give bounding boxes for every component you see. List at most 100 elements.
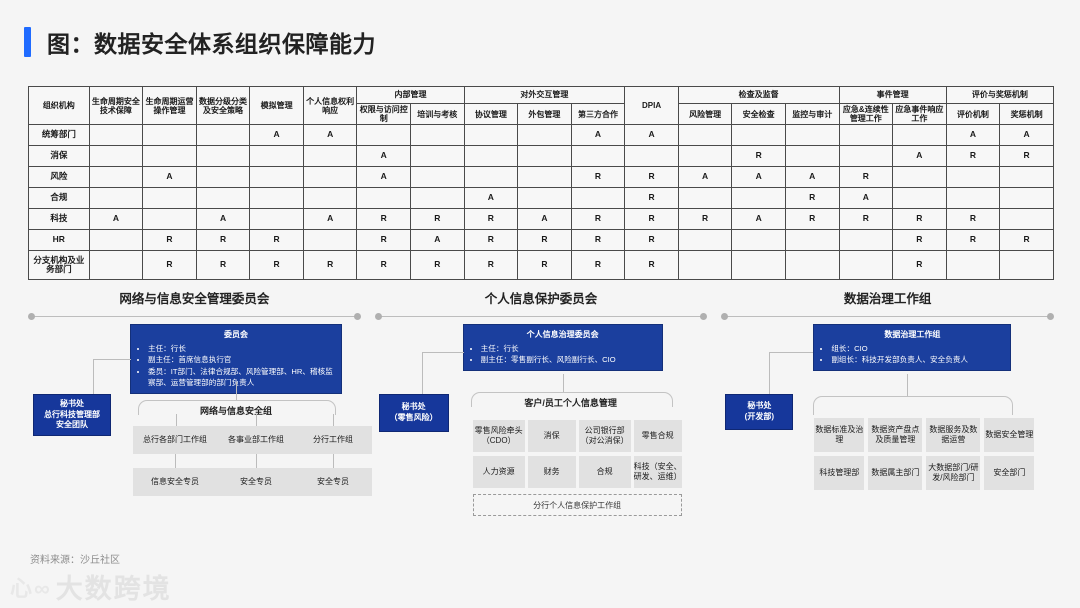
- table-row-label: HR: [28, 229, 90, 252]
- connector-down: [175, 454, 176, 468]
- committee-member-list: 主任：行长 副主任：零售副行长、风险副行长、CIO: [470, 343, 656, 366]
- specialist-box: 安全专员: [214, 468, 298, 496]
- table-cell: [410, 187, 465, 210]
- table-cell: A: [410, 229, 465, 252]
- table-cell: A: [999, 124, 1054, 147]
- table-cell: [410, 124, 465, 147]
- table-cell: R: [624, 187, 679, 210]
- table-row-label: 分支机构及业务部门: [28, 250, 90, 281]
- table-cell: [624, 145, 679, 168]
- secretariat-line: 安全团队: [56, 420, 88, 430]
- table-cell: [784, 124, 840, 147]
- owner-box: 科技管理部: [814, 456, 865, 490]
- table-cell: R: [249, 250, 304, 281]
- owner-box: 数据属主部门: [868, 456, 923, 490]
- table-sub-header: 安全检查: [731, 102, 786, 126]
- table-cell: R: [677, 208, 733, 231]
- owner-box: 大数据部门/研发/风险部门: [926, 456, 981, 490]
- table-sub-header: 协议管理: [463, 102, 519, 126]
- table-group-header: 模拟管理: [249, 85, 304, 126]
- secretariat-line: 秘书处: [401, 402, 426, 412]
- table-group-header: 生命周期运营操作管理: [142, 85, 197, 126]
- connector-secretariat: [93, 359, 131, 360]
- workgroup-box: 分行工作组: [294, 426, 372, 454]
- table-cell: [249, 145, 304, 168]
- org-chart-data-governance: 数据治理工作组 组长：CIO 副组长：科技开发部负责人、安全负责人 秘书处 (开…: [721, 322, 1054, 542]
- workgroup-member-list: 组长：CIO 副组长：科技开发部负责人、安全负责人: [820, 343, 1004, 366]
- table-cell: R: [945, 229, 1001, 252]
- table-cell: [784, 250, 840, 281]
- secretariat-line: 秘书处: [747, 401, 772, 411]
- domain-box: 数据资产盘点及质量管理: [868, 418, 923, 452]
- table-group-header: 事件管理: [838, 86, 947, 104]
- table-cell: A: [302, 124, 358, 147]
- table-cell: [677, 229, 733, 252]
- unit-box: 消保: [527, 420, 576, 452]
- table-cell: [302, 187, 358, 210]
- table-cell: R: [838, 208, 894, 231]
- table-cell: R: [410, 250, 465, 281]
- table-cell: [249, 208, 304, 231]
- specialist-box: 信息安全专员: [133, 468, 217, 496]
- org-chart-network-security: 委员会 主任：行长 副主任：首席信息执行官 委员：IT部门、法律合规部、风险管理…: [28, 322, 372, 542]
- secretariat-line: 总行科技管理部: [44, 409, 100, 419]
- table-sub-header-row: 权限与访问控制培训与考核协议管理外包管理第三方合作风险管理安全检查监控与审计应急…: [29, 102, 1054, 126]
- table-cell: [892, 187, 947, 210]
- specialist-box: 安全专员: [294, 468, 372, 496]
- table-sub-header: 第三方合作: [570, 102, 626, 126]
- table-cell: R: [838, 166, 894, 189]
- table-cell: R: [999, 229, 1054, 252]
- table-cell: R: [356, 208, 412, 231]
- title-accent-bar: [24, 27, 31, 57]
- table-cell: R: [195, 250, 251, 281]
- rule-dot-left: [28, 313, 35, 320]
- domain-box: 数据服务及数据运营: [926, 418, 981, 452]
- table-sub-header: 风险管理: [677, 102, 733, 126]
- secretariat-box: 秘书处 （零售风险）: [378, 394, 449, 432]
- table-cell: [463, 124, 519, 147]
- table-cell: [88, 145, 144, 168]
- section-title-network-security: 网络与信息安全管理委员会: [119, 292, 270, 306]
- connector-stem: [562, 374, 564, 392]
- table-cell: [88, 250, 144, 281]
- table-cell: A: [249, 124, 304, 147]
- table-cell: A: [945, 124, 1001, 147]
- table-cell: [302, 166, 358, 189]
- table-group-header-row: 组织机构生命周期安全技术保障生命周期运营操作管理数据分级分类及安全策略模拟管理个…: [28, 85, 1055, 126]
- table-cell: [88, 166, 144, 189]
- connector-down: [256, 454, 257, 468]
- table-cell: [838, 250, 894, 281]
- committee-box: 个人信息治理委员会 主任：行长 副主任：零售副行长、风险副行长、CIO: [462, 324, 663, 371]
- secretariat-box: 秘书处 (开发部): [725, 394, 794, 430]
- table-cell: R: [892, 208, 947, 231]
- table-cell: [517, 166, 572, 189]
- connector-branch: [333, 414, 334, 426]
- table-cell: A: [731, 208, 786, 231]
- table-cell: R: [624, 229, 679, 252]
- table-cell: R: [463, 208, 519, 231]
- section-title-personal-info: 个人信息保护委员会: [484, 292, 598, 306]
- section-header-1: 网络与信息安全管理委员会: [28, 288, 361, 321]
- rule-dot-right: [700, 313, 708, 320]
- connector-secretariat: [421, 352, 464, 353]
- table-sub-header: 应急事件响应工作: [892, 102, 947, 126]
- committee-title: 个人信息治理委员会: [526, 330, 599, 339]
- table-cell: [142, 124, 197, 147]
- table-cell: [570, 145, 626, 168]
- table-cell: R: [624, 208, 679, 231]
- table-cell: [999, 187, 1054, 210]
- table-sub-header: 应急&连续性管理工作: [838, 102, 894, 126]
- connector-down: [333, 454, 334, 468]
- table-cell: A: [731, 166, 786, 189]
- rule-dot-right: [1047, 313, 1055, 320]
- table-cell: A: [88, 208, 144, 231]
- watermark-logo-icon: 心∞: [10, 575, 52, 601]
- table-cell: [142, 145, 197, 168]
- table-cell: [945, 187, 1001, 210]
- table-cell: R: [731, 145, 786, 168]
- connector-branch: [256, 414, 257, 426]
- section-rule: [374, 313, 708, 321]
- table-cell: [570, 187, 626, 210]
